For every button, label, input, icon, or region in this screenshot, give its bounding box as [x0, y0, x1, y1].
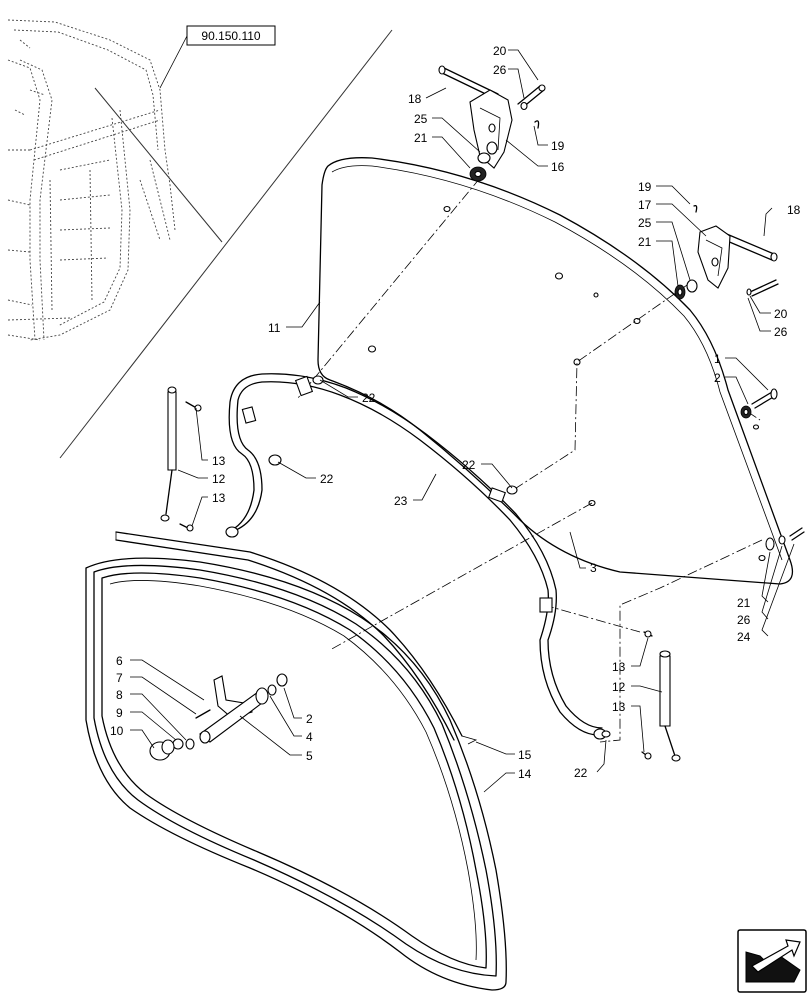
callout-14[interactable]: 14 — [518, 767, 532, 781]
latch-assembly — [149, 673, 288, 761]
callout-26[interactable]: 26 — [774, 325, 788, 339]
callout-21[interactable]: 21 — [638, 235, 652, 249]
callout-22[interactable]: 22 — [362, 391, 376, 405]
callout-6[interactable]: 6 — [116, 654, 123, 668]
rear-window-glass — [317, 157, 794, 585]
leader-lines — [130, 49, 795, 793]
bolt-washer-right — [740, 388, 778, 419]
seal-strip — [115, 531, 478, 745]
callout-12[interactable]: 12 — [612, 680, 626, 694]
gas-strut-right — [641, 630, 681, 762]
reference-leader — [159, 35, 188, 89]
callout-8[interactable]: 8 — [116, 688, 123, 702]
callout-1[interactable]: 1 — [714, 352, 721, 366]
tube-frame — [225, 373, 611, 740]
window-gasket — [85, 557, 507, 991]
callout-23[interactable]: 23 — [394, 494, 408, 508]
callout-13[interactable]: 13 — [212, 491, 226, 505]
reference-box[interactable]: 90.150.110 — [186, 25, 276, 46]
callout-20[interactable]: 20 — [774, 307, 788, 321]
callout-20[interactable]: 20 — [493, 44, 507, 58]
callout-15[interactable]: 15 — [518, 748, 532, 762]
callout-18[interactable]: 18 — [408, 92, 422, 106]
upper-hinge-assembly — [438, 65, 546, 182]
callout-21[interactable]: 21 — [737, 596, 751, 610]
next-page-arrow-icon[interactable] — [737, 929, 807, 993]
callout-19[interactable]: 19 — [638, 180, 652, 194]
reference-box-frame — [186, 25, 276, 46]
callout-9[interactable]: 9 — [116, 706, 123, 720]
callout-16[interactable]: 16 — [551, 160, 565, 174]
callout-26[interactable]: 26 — [737, 613, 751, 627]
callout-18[interactable]: 18 — [787, 203, 801, 217]
inset-divider-line — [59, 29, 393, 459]
callout-21[interactable]: 21 — [414, 131, 428, 145]
callout-4[interactable]: 4 — [306, 730, 313, 744]
lower-right-hardware — [765, 527, 805, 551]
cab-inset — [7, 19, 393, 459]
reference-label: 90.150.110 — [201, 29, 260, 43]
callout-10[interactable]: 10 — [110, 724, 124, 738]
callout-2[interactable]: 2 — [306, 712, 313, 726]
callout-22[interactable]: 22 — [462, 458, 476, 472]
inset-pointer-line — [94, 87, 223, 243]
callout-24[interactable]: 24 — [737, 630, 751, 644]
callout-22[interactable]: 22 — [574, 766, 588, 780]
callout-5[interactable]: 5 — [306, 749, 313, 763]
callout-19[interactable]: 19 — [551, 139, 565, 153]
callout-7[interactable]: 7 — [116, 671, 123, 685]
callout-25[interactable]: 25 — [638, 216, 652, 230]
callout-13[interactable]: 13 — [212, 454, 226, 468]
callout-17[interactable]: 17 — [638, 198, 652, 212]
nav-arrow-pointer — [751, 939, 801, 973]
nav-arrow-shape — [745, 951, 801, 983]
callout-12[interactable]: 12 — [212, 472, 226, 486]
callout-3[interactable]: 3 — [590, 561, 597, 575]
callout-13[interactable]: 13 — [612, 660, 626, 674]
callout-2[interactable]: 2 — [714, 371, 721, 385]
callout-13[interactable]: 13 — [612, 700, 626, 714]
gas-strut-left — [160, 386, 202, 532]
callout-26[interactable]: 26 — [493, 63, 507, 77]
alignment-lines — [297, 177, 763, 743]
right-hinge-assembly — [674, 204, 779, 300]
callout-25[interactable]: 25 — [414, 112, 428, 126]
callouts: 20 26 18 25 21 19 16 19 17 18 25 21 20 2… — [110, 44, 801, 781]
callout-11[interactable]: 11 — [268, 321, 281, 335]
callout-22[interactable]: 22 — [320, 472, 334, 486]
